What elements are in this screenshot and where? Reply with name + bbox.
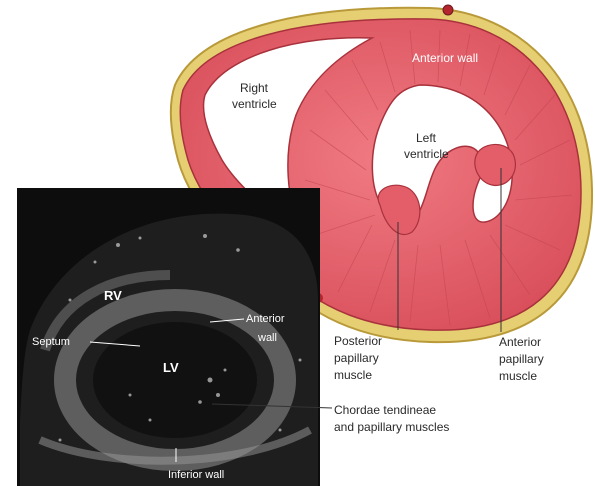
right-ventricle-label-line1: Right [240, 81, 269, 95]
echo-rv-label: RV [104, 288, 122, 303]
echo-lv-cavity [93, 322, 257, 438]
anterior-papillary-label-3: muscle [499, 369, 537, 383]
chordae-label-1: Chordae tendineae [334, 403, 436, 417]
echo-lv-label: LV [163, 360, 179, 375]
echo-inferior-wall-label: Inferior wall [168, 469, 224, 481]
chordae-label-2: and papillary muscles [334, 420, 449, 434]
echo-anterior-wall-label-line2: wall [257, 332, 277, 344]
right-ventricle-label-line2: ventricle [232, 97, 277, 111]
left-ventricle-label-line2: ventricle [404, 147, 449, 161]
posterior-papillary-label-2: papillary [334, 351, 379, 365]
posterior-papillary-label-3: muscle [334, 368, 372, 382]
echo-septum-label: Septum [32, 336, 70, 348]
anterior-papillary-muscle [475, 144, 516, 185]
coronary-vessel-top [443, 5, 453, 15]
anterior-wall-label: Anterior wall [412, 51, 478, 65]
anterior-papillary-label-2: papillary [499, 352, 544, 366]
left-ventricle-label-line1: Left [416, 131, 437, 145]
anterior-papillary-label-1: Anterior [499, 335, 541, 349]
echo-anterior-wall-label-line1: Anterior [246, 313, 285, 325]
posterior-papillary-label-1: Posterior [334, 334, 382, 348]
